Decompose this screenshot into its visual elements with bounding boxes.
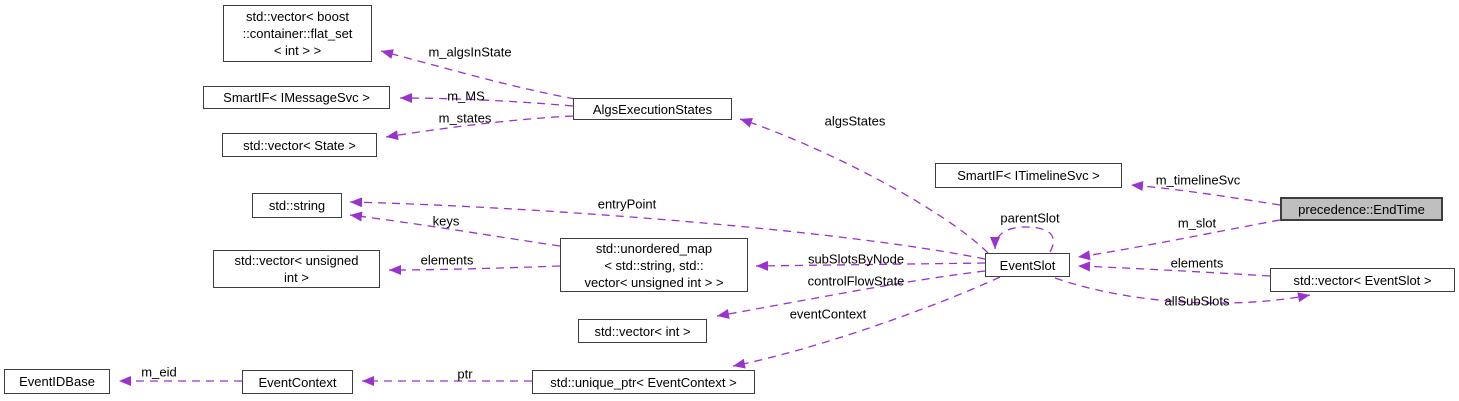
node-event-slot[interactable]: EventSlot bbox=[985, 253, 1070, 277]
node-std-vector-state[interactable]: std::vector< State > bbox=[222, 133, 377, 157]
edge-m-ms bbox=[399, 93, 574, 107]
edge-label-m-states: m_states bbox=[438, 110, 492, 126]
edge-label-m-ms: m_MS bbox=[447, 88, 485, 104]
node-precedence-endtime: precedence::EndTime bbox=[1280, 197, 1443, 221]
edge-label-m-slot: m_slot bbox=[1177, 215, 1217, 231]
edge-label-sub-slots-by-node: subSlotsByNode bbox=[807, 251, 905, 267]
node-algs-execution-states[interactable]: AlgsExecutionStates bbox=[573, 98, 732, 120]
edge-label-ptr: ptr bbox=[457, 366, 473, 382]
edge-label-all-sub-slots: allSubSlots bbox=[1164, 293, 1230, 309]
node-std-vector-unsigned-int[interactable]: std::vector< unsigned int > bbox=[213, 250, 380, 288]
node-smartif-imessagesvc[interactable]: SmartIF< IMessageSvc > bbox=[203, 86, 390, 109]
node-std-unique-ptr-eventcontext[interactable]: std::unique_ptr< EventContext > bbox=[532, 370, 755, 394]
node-std-string[interactable]: std::string bbox=[252, 193, 342, 218]
edge-label-keys: keys bbox=[432, 213, 460, 229]
edge-label-m-timeline-svc: m_timelineSvc bbox=[1155, 172, 1241, 188]
edge-label-m-eid: m_eid bbox=[141, 364, 177, 380]
node-smartif-itimelinesvc[interactable]: SmartIF< ITimelineSvc > bbox=[935, 163, 1122, 188]
edge-elements-map bbox=[388, 264, 561, 275]
edge-label-elements-map: elements bbox=[420, 252, 474, 268]
edge-label-elements-vector: elements bbox=[1170, 255, 1224, 271]
edge-m-timeline-svc bbox=[1130, 180, 1281, 206]
edge-label-control-flow-state: controlFlowState bbox=[807, 273, 905, 289]
edge-label-event-context: eventContext bbox=[789, 306, 867, 322]
node-event-context[interactable]: EventContext bbox=[242, 370, 353, 394]
node-std-vector-flat-set-int[interactable]: std::vector< boost ::container::flat_set… bbox=[223, 5, 372, 62]
edge-label-entry-point: entryPoint bbox=[597, 196, 657, 212]
edge-label-algs-states: algsStates bbox=[824, 113, 886, 129]
node-std-unordered-map[interactable]: std::unordered_map < std::string, std:: … bbox=[560, 238, 748, 292]
node-std-vector-int[interactable]: std::vector< int > bbox=[578, 319, 707, 343]
edge-event-context bbox=[732, 276, 1001, 369]
node-std-vector-eventslot[interactable]: std::vector< EventSlot > bbox=[1270, 268, 1455, 292]
edge-label-m-algs-in-state: m_algsInState bbox=[428, 44, 512, 60]
node-event-id-base[interactable]: EventIDBase bbox=[4, 369, 110, 394]
edge-parent-slot bbox=[990, 226, 1054, 253]
edge-label-parent-slot: parentSlot bbox=[1000, 210, 1060, 226]
